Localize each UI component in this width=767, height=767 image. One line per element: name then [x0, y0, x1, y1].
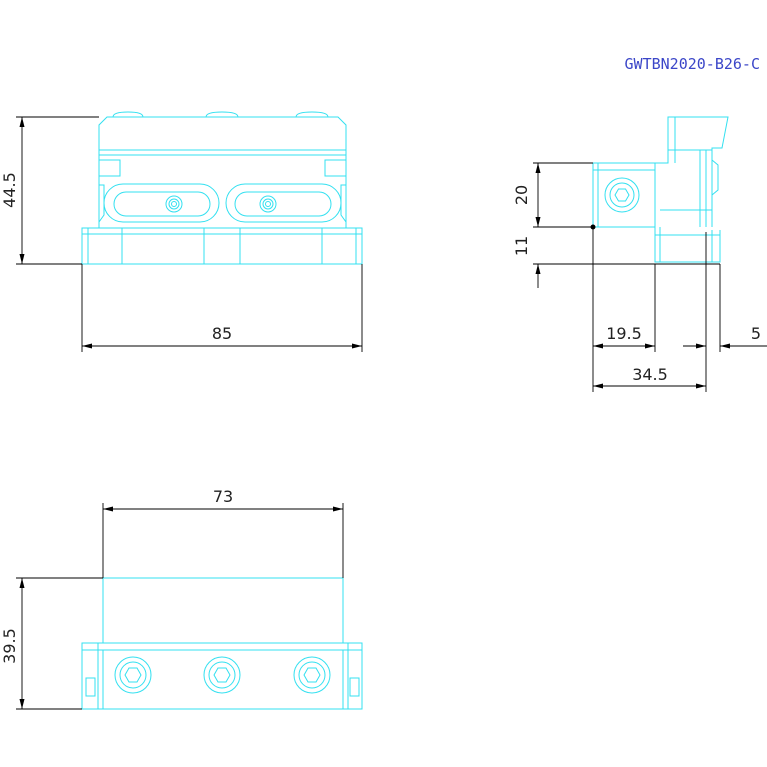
front-height-label: 44.5 — [0, 172, 19, 208]
front-view: 44.5 85 — [0, 111, 363, 352]
side-total-label: 34.5 — [632, 365, 668, 384]
top-width-label: 73 — [213, 487, 233, 506]
top-view: 73 39.5 — [0, 487, 363, 710]
side-lower-label: 11 — [512, 236, 531, 256]
drawing-title: GWTBN2020-B26-C — [625, 55, 760, 73]
side-upper-label: 20 — [512, 185, 531, 205]
top-height-label: 39.5 — [0, 628, 19, 664]
side-offset-label: 19.5 — [606, 324, 642, 343]
front-width-label: 85 — [212, 324, 232, 343]
side-tab-label: 5 — [751, 324, 761, 343]
side-view: 20 11 19.5 5 34.5 — [512, 116, 767, 392]
